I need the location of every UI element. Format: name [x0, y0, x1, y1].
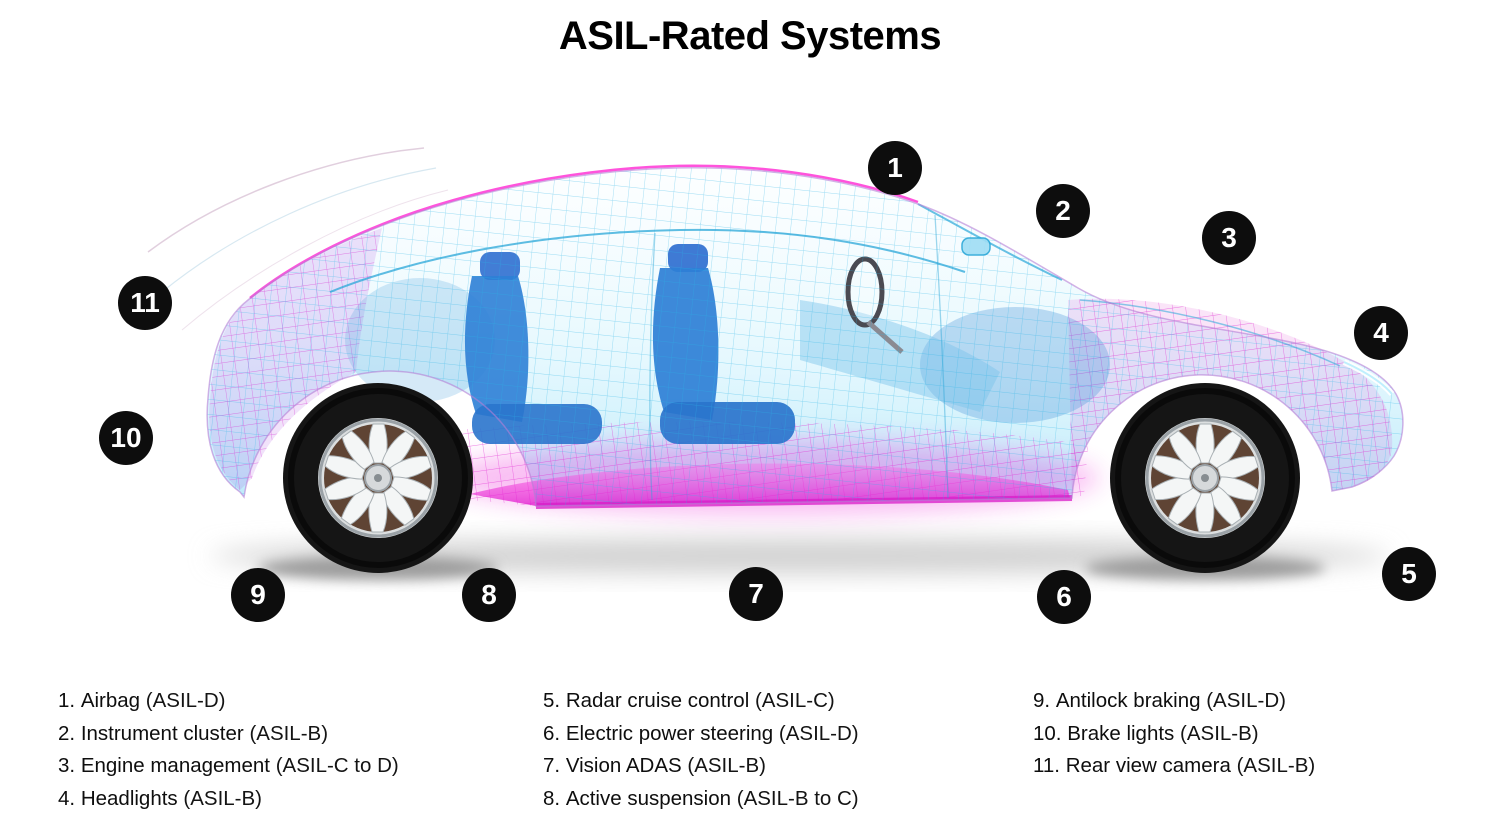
legend-item-number: 5.	[543, 689, 561, 712]
legend-item-name: Rear view camera	[1065, 754, 1231, 777]
callout-badge-4: 4	[1354, 306, 1408, 360]
callout-badge-6: 6	[1037, 570, 1091, 624]
legend-item-10: 10. Brake lights (ASIL-B)	[1033, 723, 1315, 744]
legend-item-rating: (ASIL-C to D)	[275, 754, 399, 777]
legend-item-number: 7.	[543, 754, 561, 777]
legend-item-name: Radar cruise control	[565, 689, 750, 712]
legend-item-name: Brake lights	[1067, 721, 1175, 745]
callout-badge-2: 2	[1036, 184, 1090, 238]
legend-item-11: 11. Rear view camera (ASIL-B)	[1033, 755, 1315, 776]
legend-item-name: Headlights	[80, 786, 178, 810]
legend-column-3: 9. Antilock braking (ASIL-D) 10. Brake l…	[1033, 690, 1315, 788]
legend-item-name: Antilock braking	[1055, 689, 1201, 712]
legend-item-rating: (ASIL-D)	[1206, 689, 1286, 712]
legend-item-name: Electric power steering	[565, 721, 774, 745]
front-wheel	[1110, 383, 1300, 573]
legend-item-name: Instrument cluster	[80, 721, 244, 745]
side-mirror	[961, 237, 991, 256]
callout-badge-10: 10	[99, 411, 153, 465]
legend-item-rating: (ASIL-B)	[687, 754, 766, 777]
legend-item-rating: (ASIL-B to C)	[736, 786, 859, 810]
legend-item-6: 6. Electric power steering (ASIL-D)	[543, 723, 859, 744]
legend-item-7: 7. Vision ADAS (ASIL-B)	[543, 755, 859, 776]
legend-item-number: 9.	[1033, 689, 1051, 712]
legend-item-5: 5. Radar cruise control (ASIL-C)	[543, 690, 859, 711]
legend-item-1: 1. Airbag (ASIL-D)	[58, 690, 399, 711]
legend-item-name: Active suspension	[565, 786, 732, 810]
legend-item-rating: (ASIL-B)	[249, 721, 329, 745]
legend-item-4: 4. Headlights (ASIL-B)	[58, 788, 399, 809]
callout-badge-7: 7	[729, 567, 783, 621]
legend-item-name: Engine management	[80, 754, 270, 777]
headlight	[1342, 359, 1395, 396]
legend-item-number: 4.	[58, 786, 76, 810]
legend-item-number: 3.	[58, 754, 76, 777]
callout-badge-9: 9	[231, 568, 285, 622]
legend-item-number: 8.	[543, 786, 561, 810]
page-title: ASIL-Rated Systems	[558, 14, 942, 58]
legend-item-number: 10.	[1033, 721, 1062, 745]
rear-wheel	[283, 383, 473, 573]
legend: 1. Airbag (ASIL-D) 2. Instrument cluster…	[0, 690, 1500, 830]
legend-item-rating: (ASIL-C)	[754, 689, 835, 712]
callout-badge-8: 8	[462, 568, 516, 622]
callout-badge-1: 1	[868, 141, 922, 195]
legend-item-number: 1.	[58, 689, 76, 712]
legend-item-rating: (ASIL-B)	[1180, 721, 1259, 745]
legend-item-rating: (ASIL-D)	[145, 689, 226, 712]
legend-item-rating: (ASIL-B)	[183, 786, 262, 810]
legend-item-number: 6.	[543, 721, 561, 745]
legend-item-name: Airbag	[80, 689, 141, 712]
legend-item-number: 11.	[1033, 754, 1060, 777]
legend-item-3: 3. Engine management (ASIL-C to D)	[58, 755, 399, 776]
legend-item-rating: (ASIL-B)	[1236, 754, 1316, 777]
callout-badge-11: 11	[118, 276, 172, 330]
legend-item-rating: (ASIL-D)	[778, 721, 859, 745]
legend-item-2: 2. Instrument cluster (ASIL-B)	[58, 723, 399, 744]
legend-column-1: 1. Airbag (ASIL-D) 2. Instrument cluster…	[58, 690, 399, 820]
legend-column-2: 5. Radar cruise control (ASIL-C) 6. Elec…	[543, 690, 859, 820]
callout-badge-5: 5	[1382, 547, 1436, 601]
legend-item-9: 9. Antilock braking (ASIL-D)	[1033, 690, 1315, 711]
legend-item-8: 8. Active suspension (ASIL-B to C)	[543, 788, 859, 809]
callout-badge-3: 3	[1202, 211, 1256, 265]
legend-item-name: Vision ADAS	[565, 754, 682, 777]
legend-item-number: 2.	[58, 721, 76, 745]
